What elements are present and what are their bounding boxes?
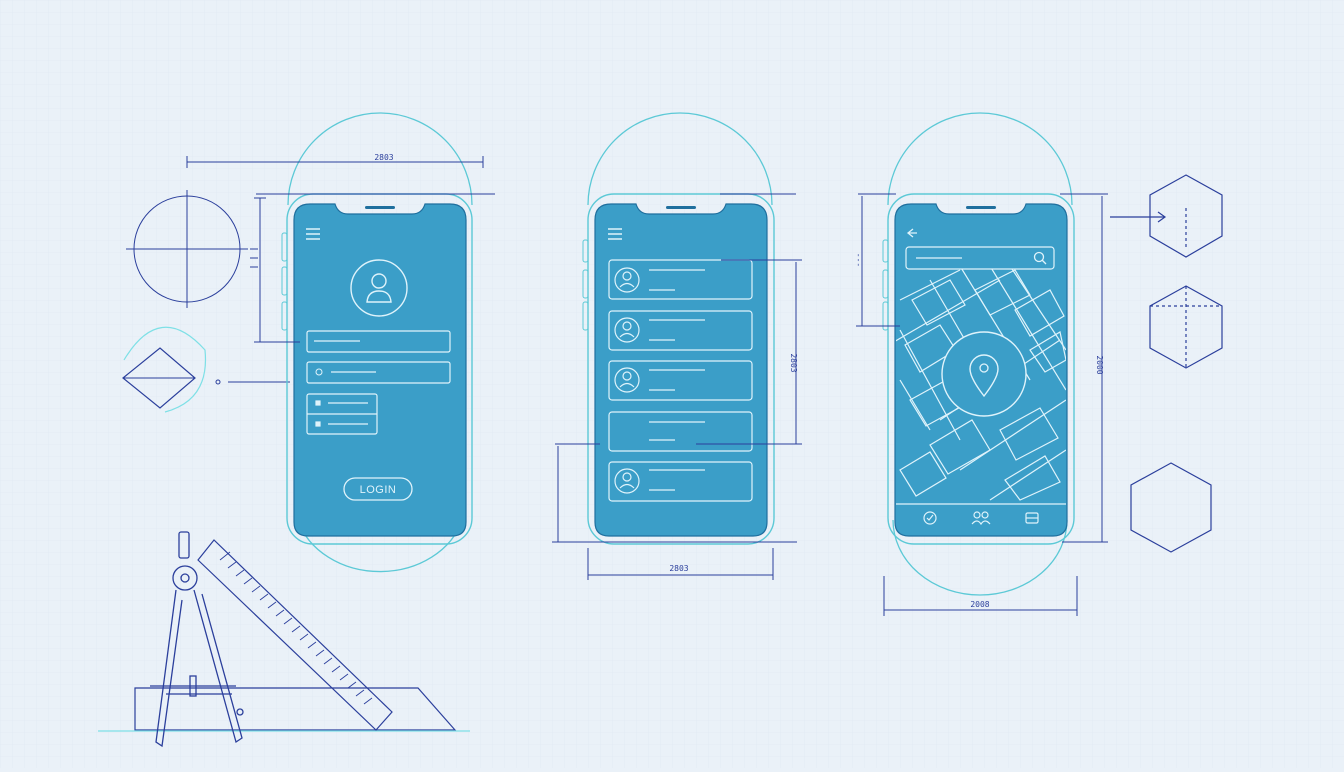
phone2-width-label: 2803 (669, 564, 688, 573)
map-pin-icon[interactable] (941, 331, 1027, 417)
bag-icon[interactable] (1025, 512, 1039, 524)
phone3-dimensions (856, 193, 1108, 616)
construction-diamond (122, 326, 290, 413)
users-icon[interactable] (971, 511, 991, 526)
user-avatar-icon (614, 367, 640, 393)
login-button-label: LOGIN (360, 484, 397, 496)
username-field[interactable] (306, 330, 451, 353)
construction-hexagon (1110, 174, 1223, 258)
drafting-compass-icon (150, 531, 244, 748)
remember-options[interactable] (306, 393, 378, 435)
phone3-height-label: 2000 (1095, 355, 1104, 374)
hamburger-menu-icon[interactable] (608, 228, 622, 240)
phone3-side-label: ‑‑‑ (854, 253, 863, 267)
construction-hexagon (1149, 285, 1223, 369)
login-button[interactable]: LOGIN (343, 477, 413, 501)
password-field[interactable] (306, 361, 451, 384)
construction-hexagon (1130, 462, 1212, 553)
phone3-width-label: 2008 (970, 600, 989, 609)
phone1-dimensions (186, 156, 495, 343)
user-avatar-icon (350, 259, 408, 317)
phone1-width-label: 2803 (374, 153, 393, 162)
hamburger-menu-icon[interactable] (306, 228, 320, 240)
user-avatar-icon (614, 317, 640, 343)
chat-icon[interactable] (923, 511, 937, 525)
construction-circle (126, 190, 248, 308)
list-item[interactable] (608, 461, 753, 502)
list-item[interactable] (608, 310, 753, 351)
search-icon[interactable] (1033, 251, 1047, 265)
list-item[interactable] (608, 411, 753, 452)
list-item[interactable] (608, 360, 753, 401)
user-avatar-icon (614, 468, 640, 494)
list-item[interactable] (608, 259, 753, 300)
map-search-bar[interactable] (905, 246, 1055, 270)
phone2-dimensions (552, 193, 802, 580)
triangle-ruler-icon (98, 539, 470, 732)
phone2-height-label: 2803 (789, 353, 798, 372)
user-avatar-icon (614, 267, 640, 293)
back-arrow-icon[interactable] (906, 228, 917, 238)
